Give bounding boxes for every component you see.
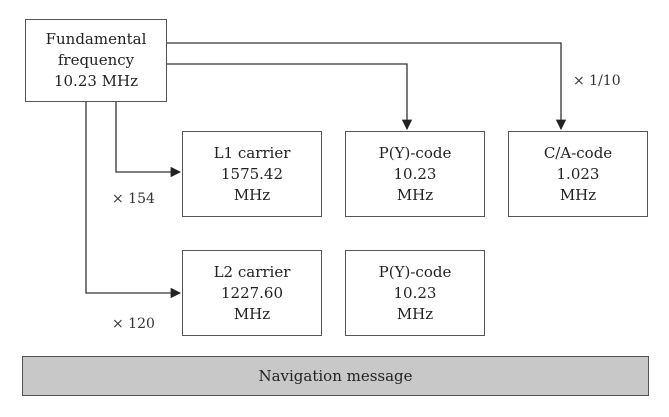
arrow-to-l2-carrier [85,102,182,299]
frequency-label: frequency [57,51,135,69]
l2-carrier-unit: MHz [233,304,271,323]
arrow-to-l1-carrier [115,102,182,178]
multiplier-154: × 154 [112,191,155,207]
navigation-message-label: Navigation message [258,367,413,385]
multiplier-1-10: × 1/10 [573,73,621,89]
py-code-top-box: P(Y)-code 10.23 MHz [345,131,485,217]
arrow-to-ca-code [167,42,567,131]
py-code-bottom-unit: MHz [396,304,434,323]
l1-carrier-box: L1 carrier 1575.42 MHz [182,131,322,217]
arrow-to-py-code-top [167,63,413,131]
l1-carrier-unit: MHz [233,185,271,204]
l1-carrier-label: L1 carrier [213,143,291,162]
l2-carrier-label: L2 carrier [213,262,291,281]
py-code-top-value: 10.23 [393,164,437,183]
multiplier-120: × 120 [112,316,155,332]
l2-carrier-box: L2 carrier 1227.60 MHz [182,250,322,336]
ca-code-box: C/A-code 1.023 MHz [508,131,648,217]
ca-code-label: C/A-code [543,143,613,162]
navigation-message-bar: Navigation message [22,356,649,396]
py-code-bottom-box: P(Y)-code 10.23 MHz [345,250,485,336]
l1-carrier-value: 1575.42 [220,164,284,183]
ca-code-value: 1.023 [556,164,600,183]
py-code-bottom-value: 10.23 [393,283,437,302]
py-code-top-unit: MHz [396,185,434,204]
fundamental-frequency-box: Fundamental frequency 10.23 MHz [25,19,167,102]
ca-code-unit: MHz [559,185,597,204]
py-code-bottom-label: P(Y)-code [378,262,452,281]
fundamental-value: 10.23 MHz [53,72,139,90]
py-code-top-label: P(Y)-code [378,143,452,162]
fundamental-label: Fundamental [45,30,147,48]
l2-carrier-value: 1227.60 [220,283,284,302]
